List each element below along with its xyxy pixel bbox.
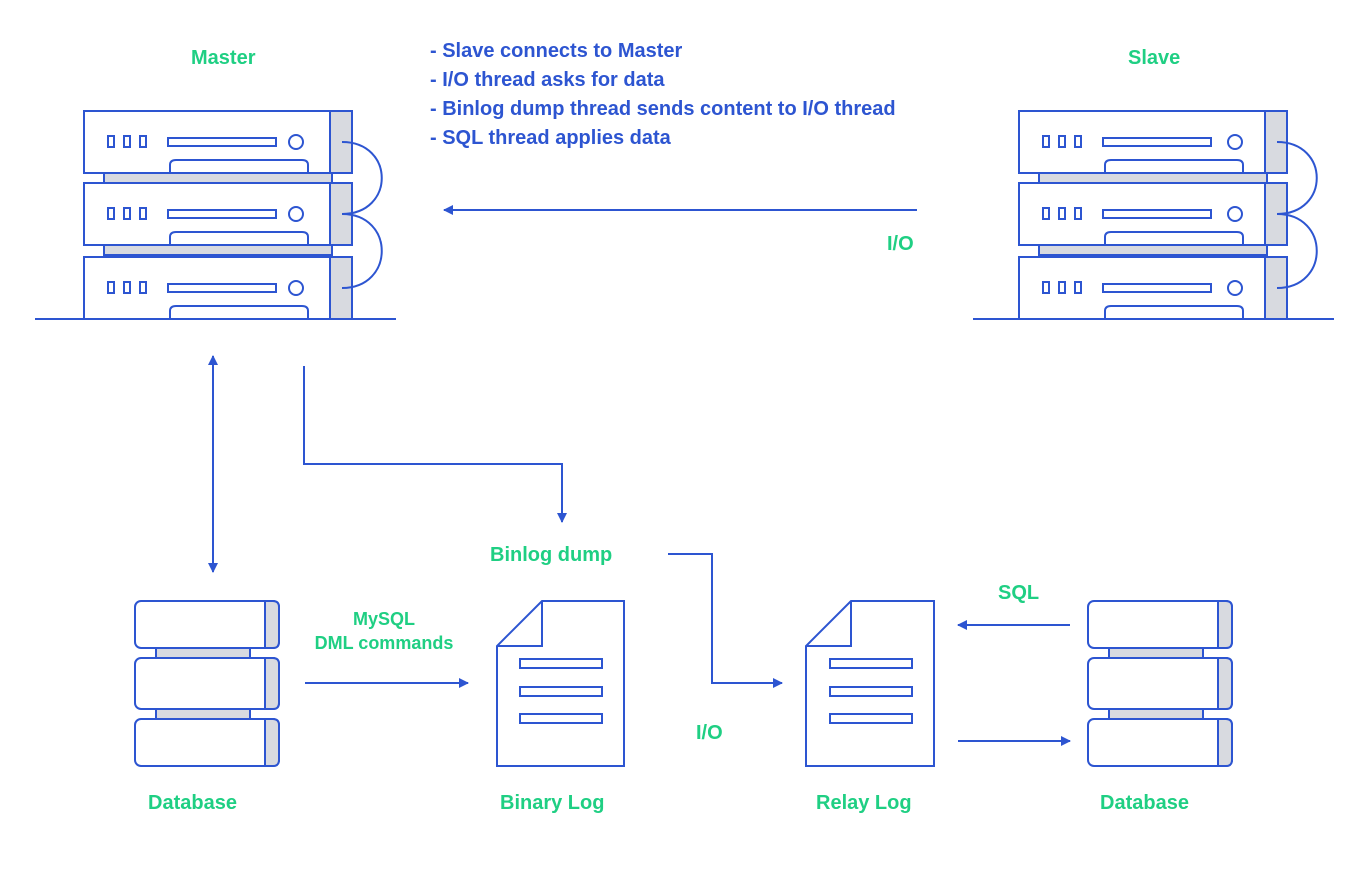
slave-database-label: Database — [1100, 792, 1189, 814]
master-title: Master — [191, 47, 256, 69]
step-item: - Binlog dump thread sends content to I/… — [430, 98, 896, 120]
rack-cable — [1276, 141, 1318, 289]
slave-database-icon — [1087, 600, 1233, 767]
master-database-label: Database — [148, 792, 237, 814]
server-unit — [83, 182, 353, 246]
server-unit — [1018, 110, 1288, 174]
relay-log-label: Relay Log — [816, 792, 912, 814]
step-item: - Slave connects to Master — [430, 40, 683, 62]
step-item: - SQL thread applies data — [430, 127, 671, 149]
sql-thread-label: SQL — [998, 582, 1040, 604]
rack-cable — [341, 141, 383, 289]
server-unit — [83, 256, 353, 320]
server-unit — [1018, 182, 1288, 246]
binary-log-label: Binary Log — [500, 792, 605, 814]
slave-title: Slave — [1128, 47, 1181, 69]
relay-log-document-icon — [805, 600, 935, 767]
master-server-rack — [35, 110, 396, 320]
server-unit — [83, 110, 353, 174]
arrow-master-to-binlog-dump — [303, 366, 567, 523]
step-item: - I/O thread asks for data — [430, 69, 665, 91]
binary-log-document-icon — [496, 600, 625, 767]
io-thread-label-bottom: I/O — [696, 722, 723, 744]
arrow-binlog-dump-to-relay-log — [668, 553, 783, 688]
mysql-dml-label-line1: MySQL — [352, 609, 415, 629]
binlog-dump-label: Binlog dump — [490, 544, 613, 566]
replication-steps-list: - Slave connects to Master - I/O thread … — [430, 37, 896, 153]
master-database-icon — [134, 600, 280, 767]
mysql-dml-label: MySQL DML commands — [296, 607, 472, 655]
server-unit — [1018, 256, 1288, 320]
mysql-dml-label-line2: DML commands — [314, 633, 454, 653]
slave-server-rack — [973, 110, 1334, 320]
io-thread-label-top: I/O — [887, 233, 914, 255]
